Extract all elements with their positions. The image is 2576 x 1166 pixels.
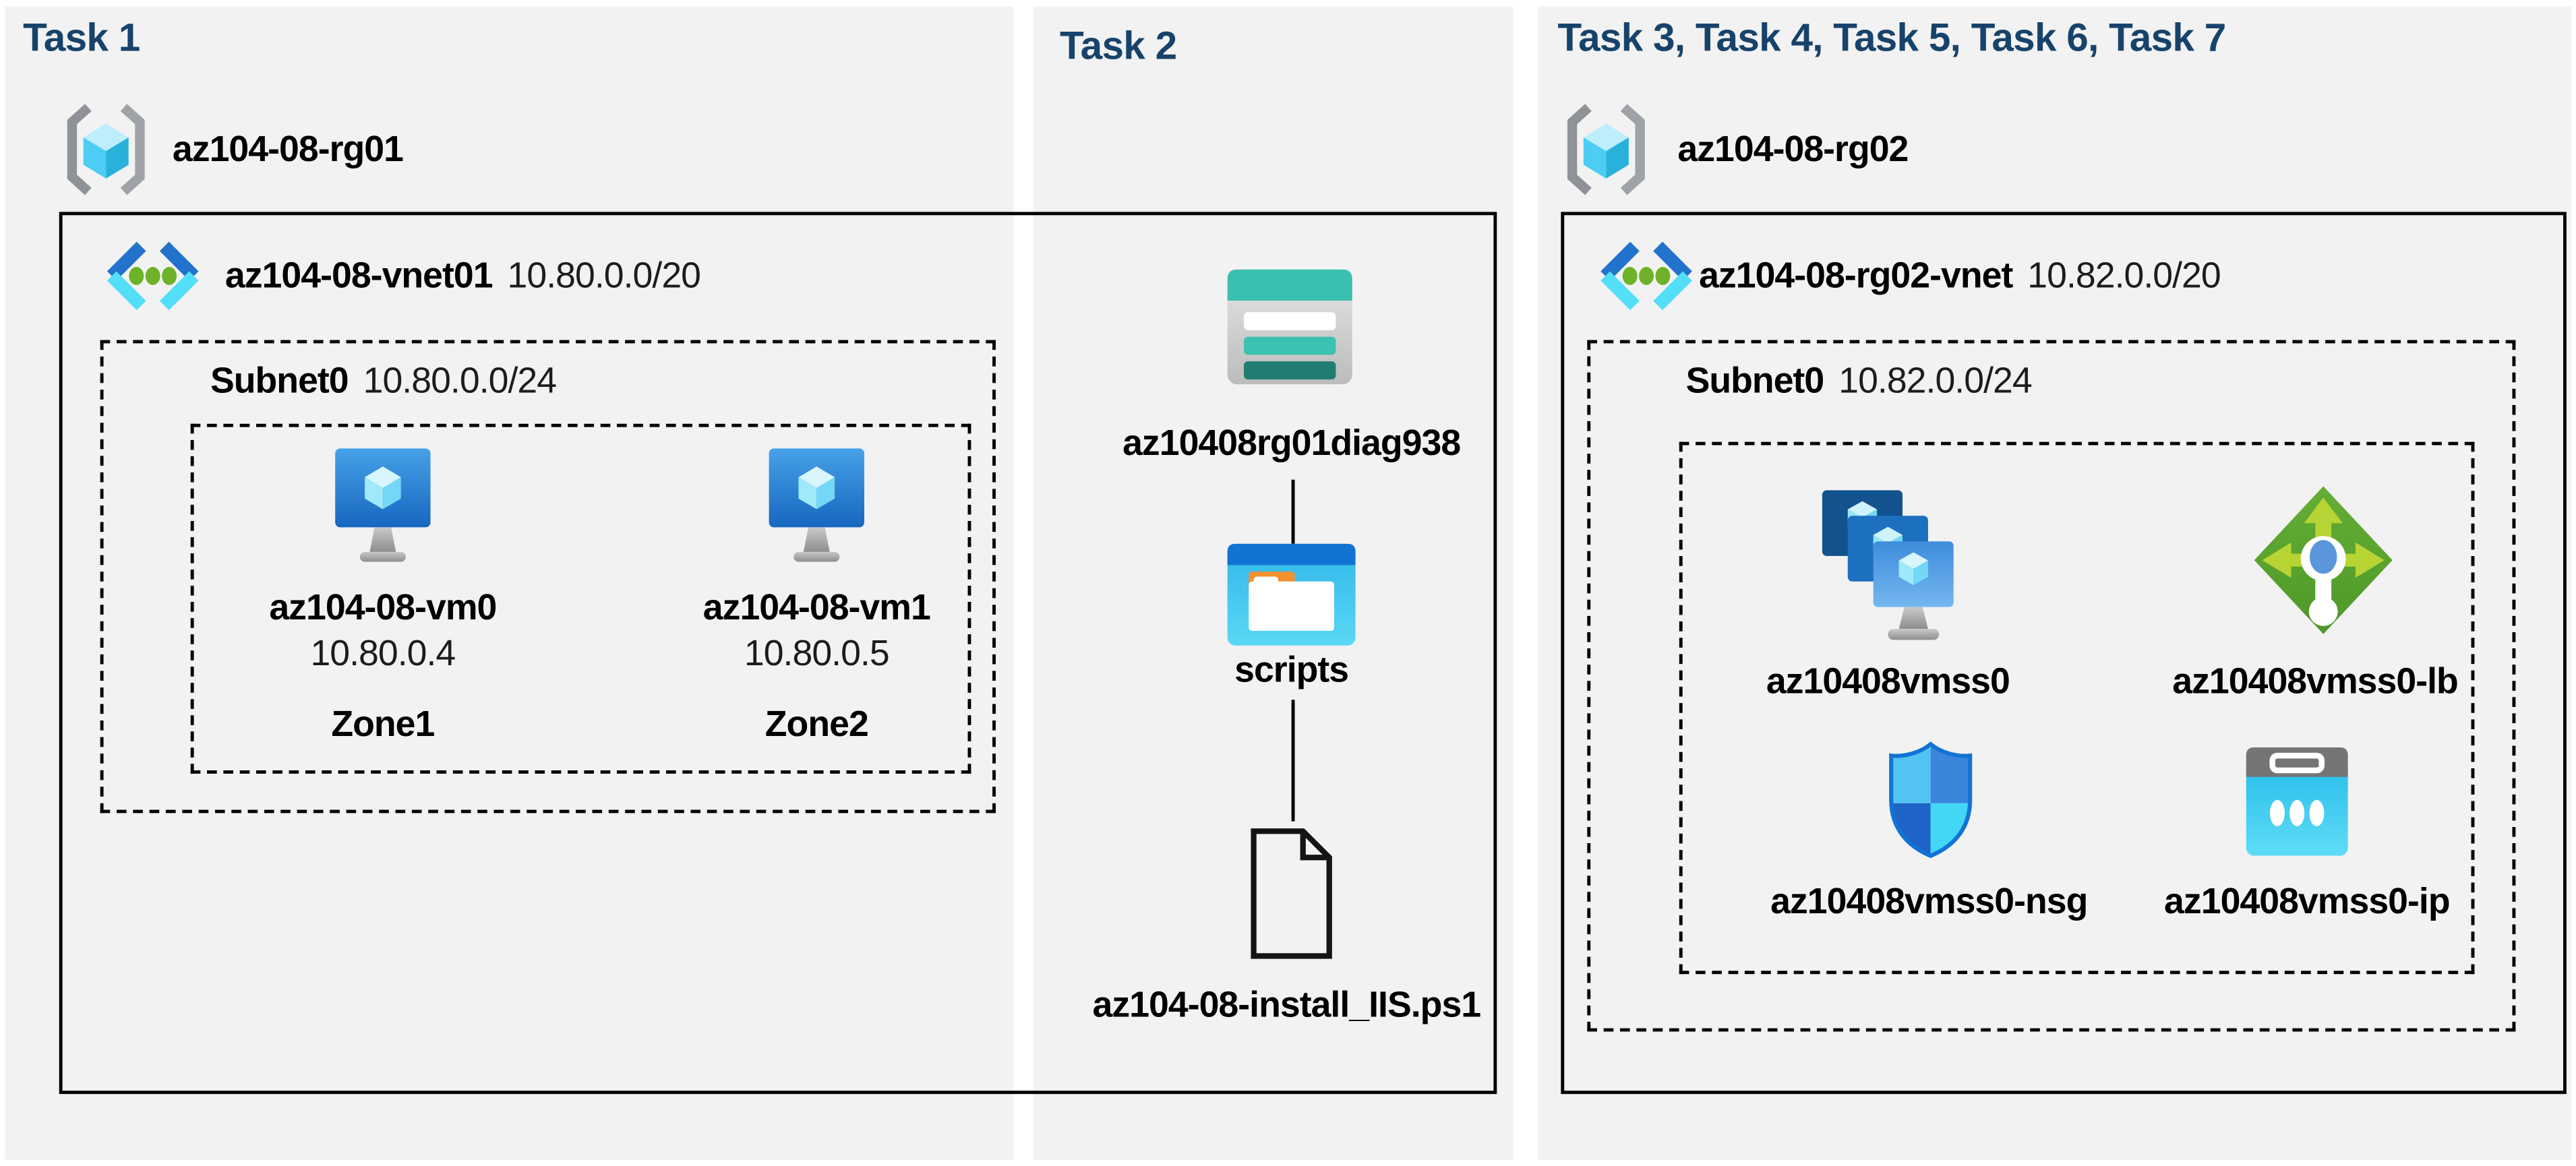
vnet-cidr: 10.80.0.0/20 xyxy=(507,254,701,296)
blob-container-icon xyxy=(1227,543,1356,646)
vnet-name: az104-08-vnet01 xyxy=(224,254,493,296)
network-security-group-icon xyxy=(1889,741,1973,859)
resource-group-icon xyxy=(1567,104,1645,195)
resource-group-name: az104-08-rg01 xyxy=(172,128,404,170)
virtual-network-icon xyxy=(1600,241,1692,311)
vm1-name: az104-08-vm1 xyxy=(702,586,931,628)
panel-task1 xyxy=(5,6,1014,1160)
panel-task3 xyxy=(1538,6,2572,1160)
public-ip-icon xyxy=(2246,747,2348,856)
vm-scale-set-icon xyxy=(1822,490,1954,640)
connector-container-to-file xyxy=(1291,700,1295,822)
subnet-name: Subnet0 xyxy=(1685,359,1825,401)
vm0-zone: Zone1 xyxy=(331,703,435,745)
subnet-cidr: 10.82.0.0/24 xyxy=(1838,359,2032,401)
task3-resource-group-box xyxy=(1679,441,2475,975)
vnet-cidr: 10.82.0.0/20 xyxy=(2027,254,2221,296)
task3-vnet-box xyxy=(1561,212,2567,1095)
vmss-name: az10408vmss0 xyxy=(1766,660,2010,702)
resource-group-name: az104-08-rg02 xyxy=(1677,128,1909,170)
task1-title: Task 1 xyxy=(23,16,140,61)
virtual-machine-icon xyxy=(335,448,431,562)
vnet-label: az104-08-vnet01 10.80.0.0/20 xyxy=(224,254,701,296)
task1-vm-group-box xyxy=(190,423,971,774)
virtual-network-icon xyxy=(107,241,199,311)
load-balancer-name: az10408vmss0-lb xyxy=(2172,660,2459,702)
task3-subnet-box xyxy=(1587,340,2516,1032)
load-balancer-icon xyxy=(2254,486,2393,634)
connector-storage-to-container xyxy=(1291,479,1295,544)
virtual-machine-icon xyxy=(769,448,864,562)
task2-title: Task 2 xyxy=(1059,24,1177,69)
storage-account-icon xyxy=(1227,269,1352,385)
task3-title: Task 3, Task 4, Task 5, Task 6, Task 7 xyxy=(1557,16,2226,61)
vm1-zone: Zone2 xyxy=(765,703,869,745)
vnet-label: az104-08-rg02-vnet 10.82.0.0/20 xyxy=(1699,254,2221,296)
vm0-ip: 10.80.0.4 xyxy=(310,632,456,674)
public-ip-name: az10408vmss0-ip xyxy=(2164,880,2451,922)
resource-group-icon xyxy=(67,104,145,195)
script-file-name: az104-08-install_IIS.ps1 xyxy=(1092,983,1481,1025)
file-icon xyxy=(1251,828,1332,959)
task1-task2-vnet-box xyxy=(59,212,1497,1095)
container-name: scripts xyxy=(1234,648,1349,690)
subnet-name: Subnet0 xyxy=(210,359,349,401)
vnet-name: az104-08-rg02-vnet xyxy=(1699,254,2013,296)
subnet-label: Subnet0 10.82.0.0/24 xyxy=(1685,359,2033,401)
subnet-label: Subnet0 10.80.0.0/24 xyxy=(210,359,557,401)
nsg-name: az10408vmss0-nsg xyxy=(1770,880,2088,922)
vm0-name: az104-08-vm0 xyxy=(269,586,497,628)
vm1-ip: 10.80.0.5 xyxy=(744,632,890,674)
storage-account-name: az10408rg01diag938 xyxy=(1122,422,1461,464)
task1-subnet-box xyxy=(100,340,996,814)
subnet-cidr: 10.80.0.0/24 xyxy=(363,359,557,401)
